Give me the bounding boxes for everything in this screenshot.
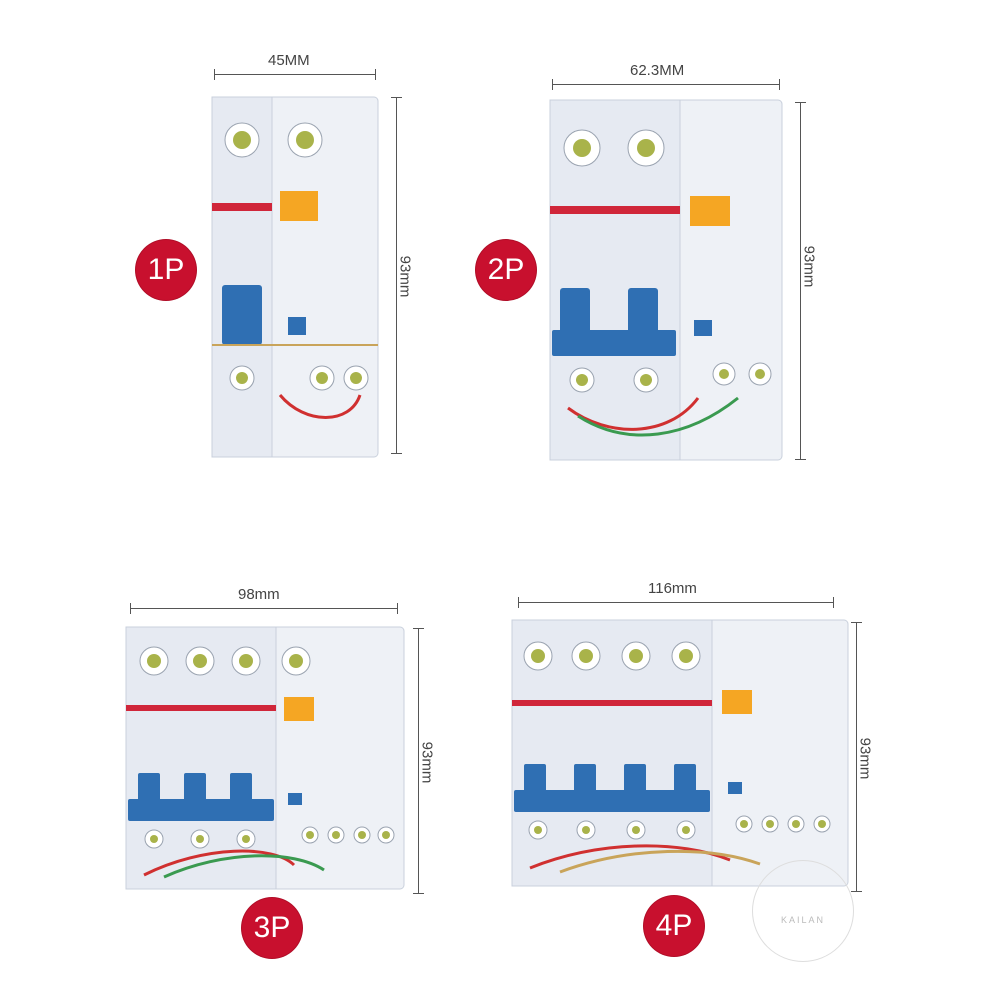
pole-badge-3p: 3P	[242, 898, 302, 958]
height-dimension-line-3p	[413, 628, 424, 894]
blue-toggle-handle-icon	[222, 285, 262, 345]
screw-terminal-icon	[139, 646, 395, 849]
breaker-3p-image	[125, 626, 405, 890]
test-button-icon	[722, 690, 752, 714]
watermark-text: KAILAN	[780, 915, 825, 925]
breaker-4p-image	[511, 619, 849, 887]
height-dimension-line-1p	[391, 97, 402, 454]
pole-badge-4p: 4P	[644, 896, 704, 956]
width-label-4p: 116mm	[648, 580, 697, 597]
width-dimension-line-3p	[130, 603, 398, 614]
width-dimension-line-4p	[518, 597, 834, 608]
height-dimension-line-4p	[851, 622, 862, 892]
width-label-1p: 45MM	[268, 52, 310, 69]
test-button-icon	[690, 196, 730, 226]
breaker-2p-image	[549, 99, 783, 461]
test-button-icon	[280, 191, 318, 221]
height-dimension-line-2p	[795, 102, 806, 460]
breaker-1p-image	[211, 96, 379, 458]
width-dimension-line-1p	[214, 69, 376, 80]
screw-terminal-icon	[224, 122, 369, 391]
height-label-2p: 93mm	[800, 245, 818, 288]
width-label-3p: 98mm	[238, 586, 280, 603]
height-label-4p: 93mm	[856, 737, 874, 780]
width-label-2p: 62.3MM	[630, 62, 685, 79]
height-label-3p: 93mm	[418, 741, 436, 784]
brand-watermark: KAILAN	[752, 860, 854, 962]
screw-terminal-icon	[523, 641, 831, 840]
screw-terminal-icon	[563, 129, 772, 393]
test-button-icon	[284, 697, 314, 721]
width-dimension-line-2p	[552, 79, 780, 90]
pole-badge-2p: 2P	[476, 240, 536, 300]
height-label-1p: 93mm	[396, 255, 414, 298]
pole-badge-1p: 1P	[136, 240, 196, 300]
